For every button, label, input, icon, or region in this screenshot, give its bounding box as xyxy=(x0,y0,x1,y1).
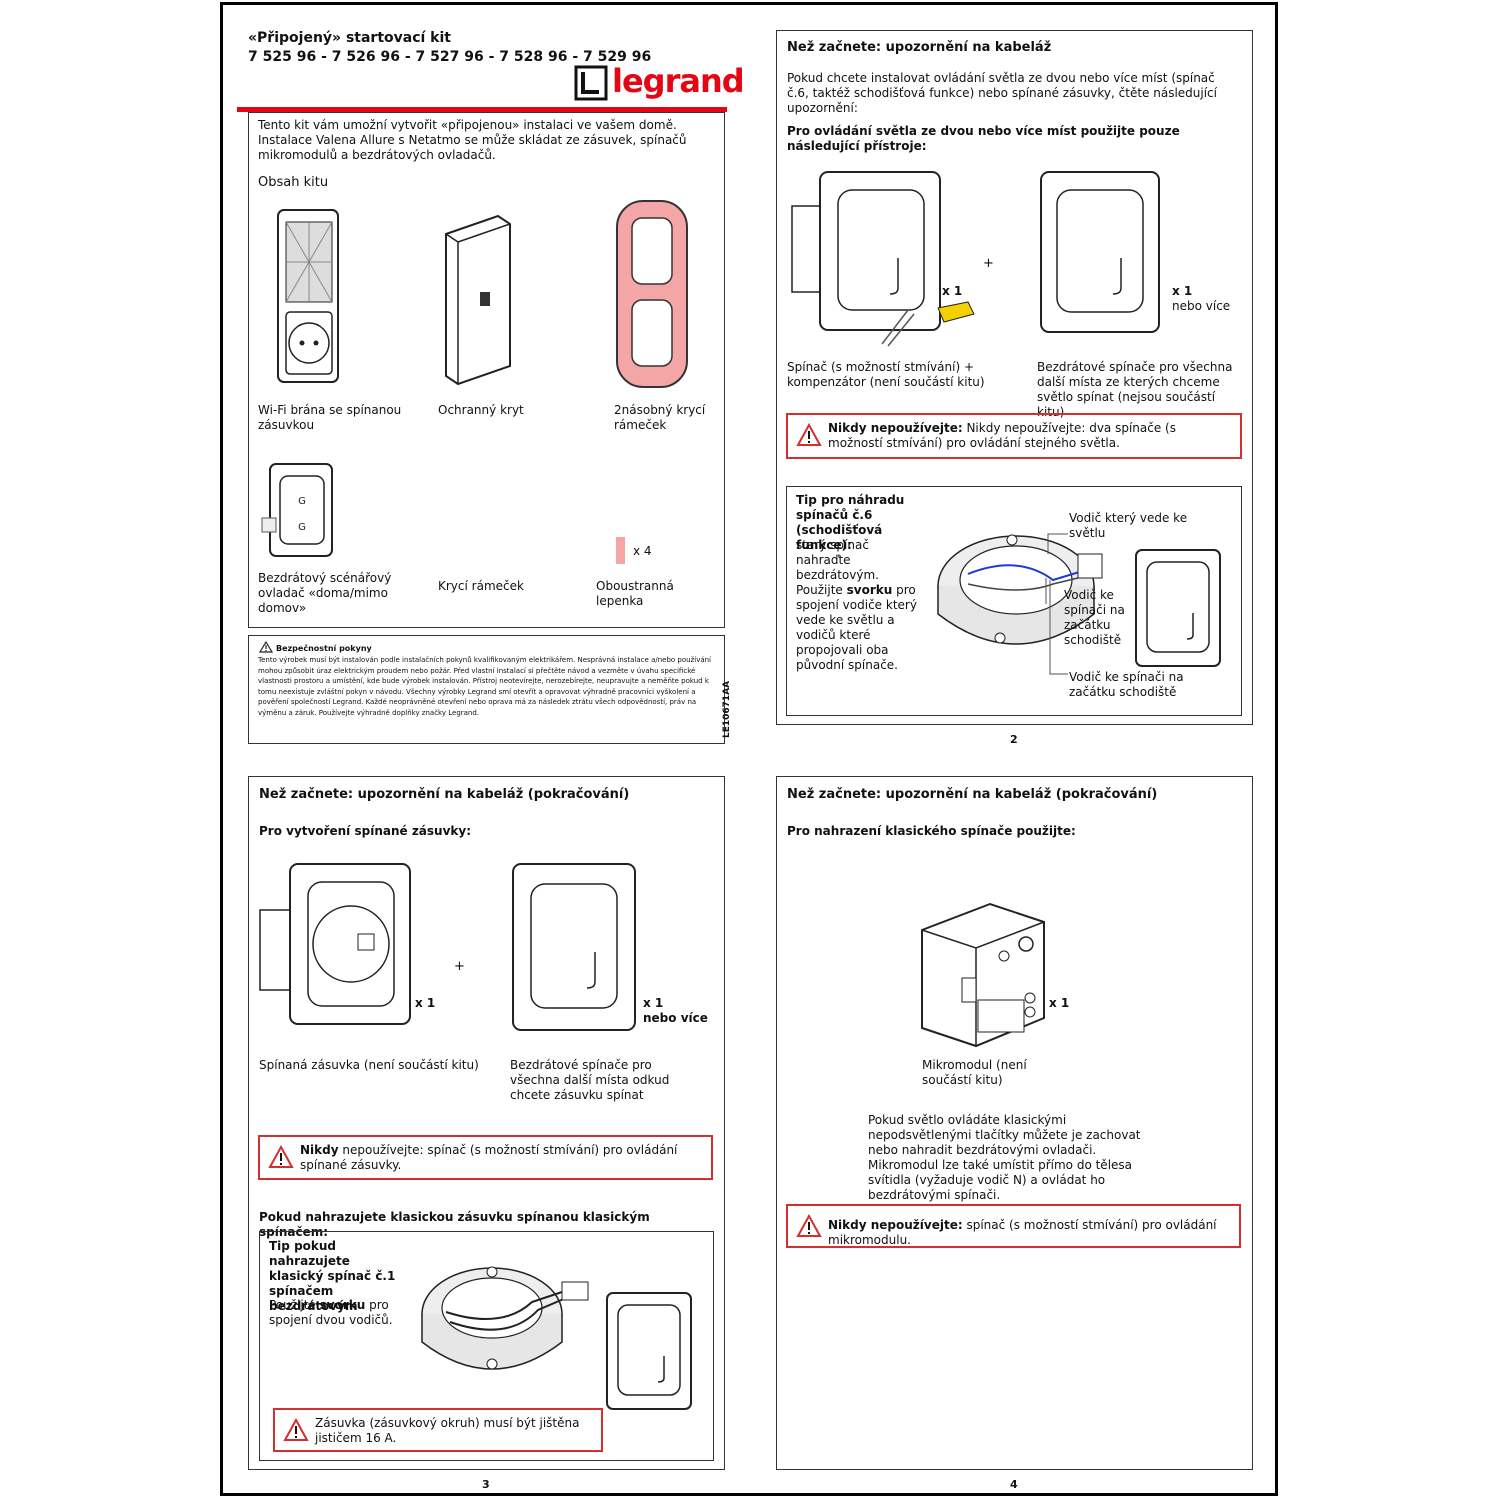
item-label-gateway: Wi-Fi brána se spínanou zásuvkou xyxy=(258,403,402,432)
page3-caption1: Spínaná zásuvka (není součástí kitu) xyxy=(259,1058,479,1072)
page4-panel xyxy=(776,776,1253,1470)
compensator-icon xyxy=(937,301,975,323)
page3-breaker-warning-box: Zásuvka (zásuvkový okruh) musí být jiště… xyxy=(273,1408,603,1452)
safety-title: Bezpečnostní pokyny xyxy=(276,644,372,653)
item-label-tape: Oboustranná lepenka xyxy=(596,579,674,608)
page2-plus: + xyxy=(983,256,994,271)
page4-warning-box: Nikdy nepoužívejte: spínač (s možností s… xyxy=(786,1204,1241,1248)
page3-plus: + xyxy=(454,959,465,974)
page2-warning-text: Nikdy nepoužívejte: dva spínače (s možno… xyxy=(828,421,1176,450)
warning-icon xyxy=(796,1214,822,1237)
page3-warning-bold: Nikdy xyxy=(300,1143,339,1157)
page3-panel xyxy=(248,776,725,1470)
item-label-frame: Krycí rámeček xyxy=(438,579,524,593)
safety-box xyxy=(248,635,725,744)
contents-title: Obsah kitu xyxy=(258,175,329,190)
page2-caption2: Bezdrátové spínače pro všechna další mís… xyxy=(1037,360,1233,419)
tape-quantity: x 4 xyxy=(633,544,652,558)
page3-tip-box xyxy=(259,1231,714,1461)
brand-logo-text: legrand xyxy=(612,62,745,100)
warning-icon xyxy=(258,640,274,653)
page3-number: 3 xyxy=(482,1478,490,1491)
switched-socket-illustration xyxy=(259,863,411,1025)
page3-qty2-more: nebo více xyxy=(643,1011,708,1025)
page2-number: 2 xyxy=(1010,733,1018,746)
dimmer-switch-illustration xyxy=(791,171,941,347)
callout-wire-to-light: Vodič který vede ke světlu xyxy=(1069,511,1188,540)
page4-body: Pokud světlo ovládáte klasickými nepodsv… xyxy=(868,1113,1141,1202)
page2-tip-use-pre: Použijte xyxy=(796,583,847,597)
page2-warning-box: Nikdy nepoužívejte: Nikdy nepoužívejte: … xyxy=(786,413,1242,459)
warning-icon xyxy=(796,423,822,446)
item-label-double-frame: 2násobný krycí rámeček xyxy=(614,403,706,432)
wireless-switch-illustration xyxy=(606,1292,692,1410)
page3-subhead: Pro vytvoření spínané zásuvky: xyxy=(259,824,472,838)
page4-warning-text: spínač (s možností stmívání) pro ovládán… xyxy=(828,1218,1217,1247)
scenario-switch-illustration: G G xyxy=(261,463,333,557)
page2-tip-line: starý spínač nahraďte bezdrátovým. xyxy=(796,538,879,582)
page2-qty1: x 1 xyxy=(942,284,963,298)
page4-title: Než začnete: upozornění na kabeláž (pokr… xyxy=(787,787,1158,802)
double-frame-illustration xyxy=(616,200,688,388)
page2-qty2: x 1 xyxy=(1172,284,1193,298)
junction-box-wiring-illustration xyxy=(937,533,1103,675)
page3-qty1: x 1 xyxy=(415,996,436,1010)
page3-warning-text: nepoužívejte: spínač (s možností stmíván… xyxy=(300,1143,678,1172)
svg-text:G: G xyxy=(298,496,306,507)
protective-cover-illustration xyxy=(445,214,511,386)
page2-tip-use-post: pro spojení vodiče který vede ke světlu … xyxy=(796,583,917,672)
page3-title: Než začnete: upozornění na kabeláž (pokr… xyxy=(259,787,630,802)
page3-tip-use-post: pro spojení dvou vodičů. xyxy=(269,1298,393,1327)
kit-contents-box xyxy=(248,112,725,628)
callout-wire-switch-start-2: Vodič ke spínači na začátku schodiště xyxy=(1069,670,1184,699)
page3-tip-use-bold: svorku xyxy=(319,1298,366,1312)
page3-warning-box: Nikdy nepoužívejte: spínač (s možností s… xyxy=(258,1135,713,1180)
callout-wire-switch-start: Vodič ke spínači na začátku schodiště xyxy=(1064,588,1125,647)
page2-warning-bold: Nikdy nepoužívejte: xyxy=(828,421,963,435)
page4-caption: Mikromodul (není součástí kitu) xyxy=(922,1058,1027,1087)
item-label-cover: Ochranný kryt xyxy=(438,403,524,417)
cover-refs: 7 525 96 - 7 526 96 - 7 527 96 - 7 528 9… xyxy=(248,49,652,65)
page4-number: 4 xyxy=(1010,1478,1018,1491)
cover-title: «Připojený» startovací kit xyxy=(248,30,451,46)
accent-bar xyxy=(237,107,727,112)
warning-icon xyxy=(268,1145,294,1168)
page2-qty2-more: nebo více xyxy=(1172,299,1231,313)
page4-warning-bold: Nikdy nepoužívejte: xyxy=(828,1218,963,1232)
item-label-scenario-switch: Bezdrátový scénářový ovladač «doma/mimo … xyxy=(258,571,392,615)
sheet-frame xyxy=(220,2,1278,1496)
cover-intro: Tento kit vám umožní vytvořit «připojeno… xyxy=(258,118,687,162)
junction-box-wiring-illustration xyxy=(421,1266,589,1370)
page2-intro: Pokud chcete instalovat ovládání světla … xyxy=(787,71,1217,115)
page2-subhead: Pro ovládání světla ze dvou nebo více mí… xyxy=(787,124,1180,153)
wireless-switch-illustration xyxy=(1040,171,1160,333)
page3-subhead2: Pokud nahrazujete klasickou zásuvku spín… xyxy=(259,1210,650,1239)
wireless-switch-illustration xyxy=(1135,549,1221,667)
adhesive-tape-icon xyxy=(616,537,625,564)
wireless-switch-illustration xyxy=(512,863,636,1031)
page3-tip-use-pre: Použijte xyxy=(269,1298,320,1312)
page2-tip-box xyxy=(786,486,1242,716)
page2-title: Než začnete: upozornění na kabeláž xyxy=(787,40,1052,55)
page3-breaker-warning-text: Zásuvka (zásuvkový okruh) musí být jiště… xyxy=(315,1416,580,1445)
legrand-logo-icon xyxy=(574,65,608,101)
page2-tip-use-bold: svorku xyxy=(846,583,893,597)
document-code: LE10671AA xyxy=(722,680,732,738)
page4-subhead: Pro nahrazení klasického spínače použijt… xyxy=(787,824,1076,838)
page2-panel xyxy=(776,30,1253,725)
micromodule-illustration xyxy=(921,902,1045,1048)
wifi-gateway-socket-illustration xyxy=(277,209,339,383)
svg-text:G: G xyxy=(298,522,306,533)
warning-icon xyxy=(283,1418,309,1441)
page3-tip-title: Tip pokud nahrazujete klasický spínač č.… xyxy=(269,1239,396,1313)
page2-tip-title: Tip pro náhradu spínačů č.6 (schodišťová… xyxy=(796,493,905,552)
page3-qty2: x 1 xyxy=(643,996,664,1010)
safety-text: Tento výrobek musí být instalován podle … xyxy=(258,656,712,717)
page4-qty: x 1 xyxy=(1049,996,1070,1010)
page3-caption2: Bezdrátové spínače pro všechna další mís… xyxy=(510,1058,670,1102)
page2-caption1: Spínač (s možností stmívání) + kompenzát… xyxy=(787,360,985,389)
